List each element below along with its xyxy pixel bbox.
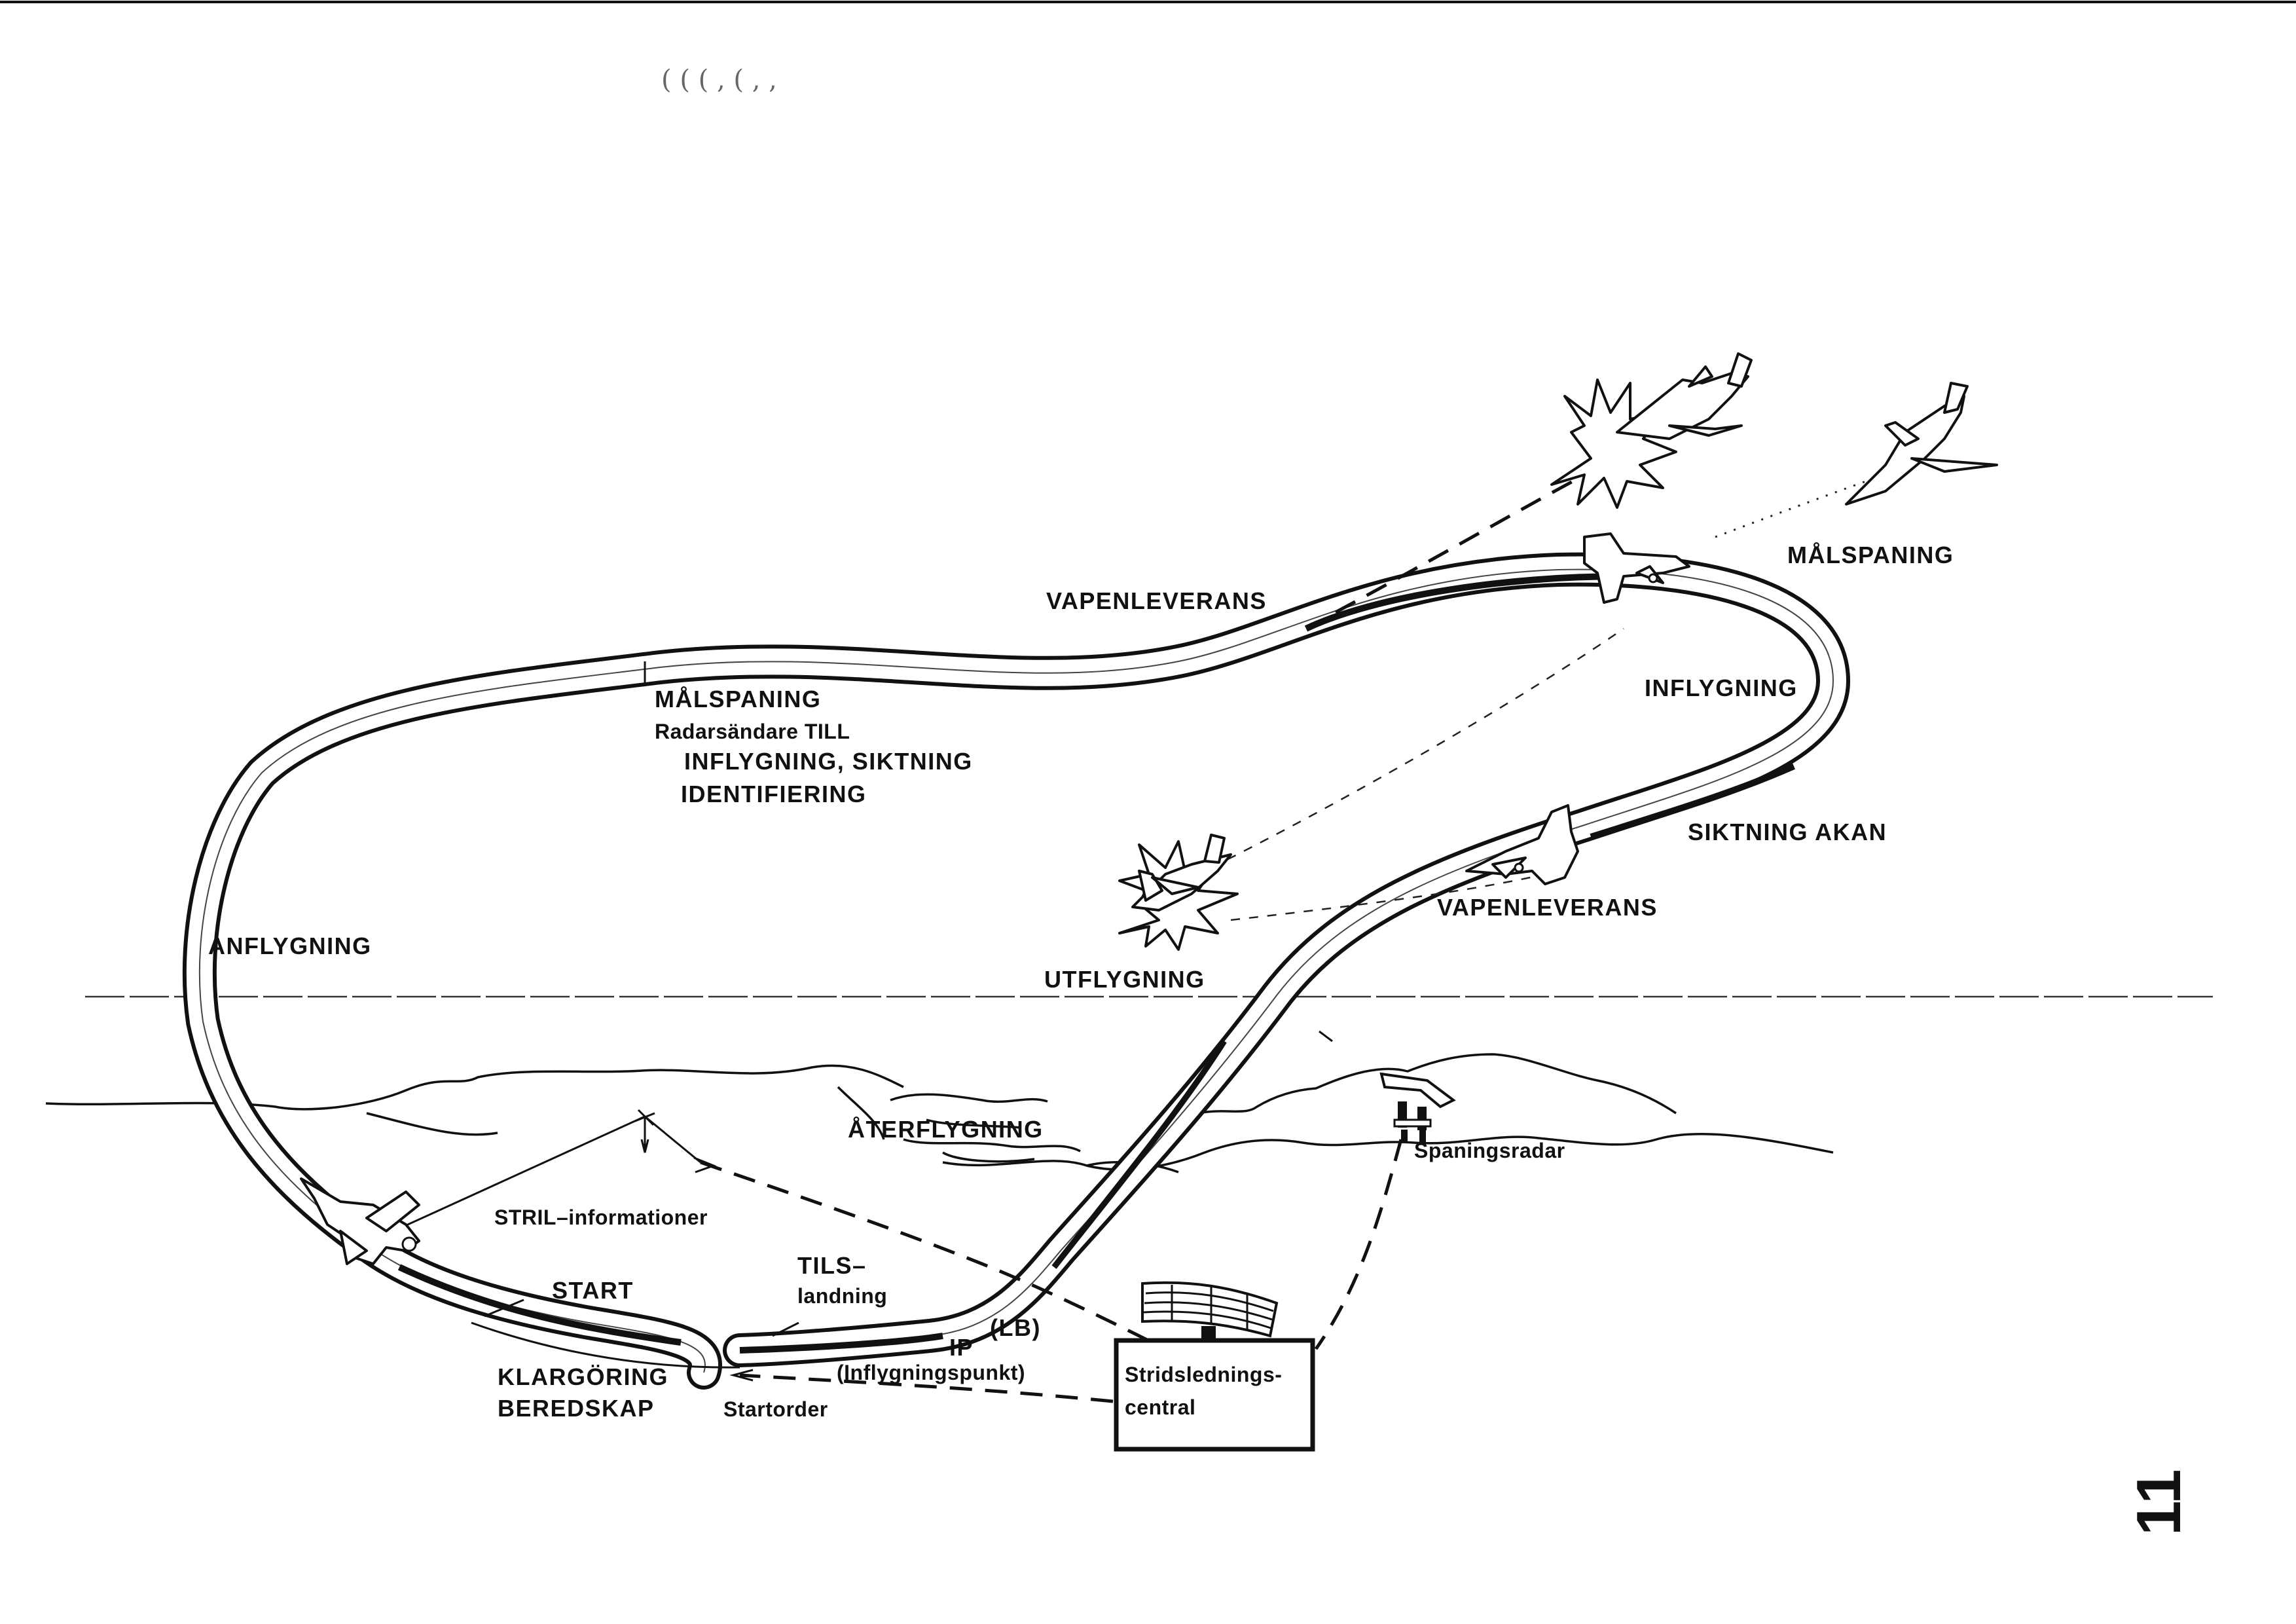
central-radar-antenna-icon bbox=[1141, 1281, 1279, 1342]
label-startorder: Startorder bbox=[723, 1397, 828, 1421]
command-central-box bbox=[1114, 1338, 1315, 1452]
stril-info-lines bbox=[386, 1109, 1154, 1344]
label-malspaning-right: MÅLSPANING bbox=[1787, 542, 1954, 568]
label-ip: IP bbox=[949, 1334, 974, 1361]
label-inflygningspunkt: (Inflygningspunkt) bbox=[837, 1361, 1025, 1384]
coastline bbox=[45, 1053, 1834, 1173]
page-number: 11 bbox=[2124, 1469, 2194, 1536]
flight-path bbox=[182, 552, 1850, 1390]
weapon-link-mid bbox=[1230, 873, 1546, 921]
label-vapenleverans-mid: VAPENLEVERANS bbox=[1437, 894, 1658, 921]
command-central-label-2: central bbox=[1125, 1395, 1195, 1419]
label-tils: TILS– bbox=[797, 1252, 867, 1279]
label-vapenleverans-top: VAPENLEVERANS bbox=[1046, 587, 1267, 614]
header-marks: ( ( ( , ( , , bbox=[661, 65, 777, 95]
label-landning: landning bbox=[797, 1284, 887, 1308]
label-spaningsradar: Spaningsradar bbox=[1414, 1139, 1565, 1162]
label-utflygning: UTFLYGNING bbox=[1044, 966, 1205, 993]
radar-link bbox=[1314, 1139, 1403, 1350]
label-beredskap: BEREDSKAP bbox=[498, 1395, 655, 1422]
label-radarsandare: Radarsändare TILL bbox=[655, 720, 850, 743]
label-identifiering: IDENTIFIERING bbox=[681, 781, 867, 807]
label-inflygning: INFLYGNING bbox=[1645, 674, 1798, 701]
interceptor-aircraft-mid-icon bbox=[1465, 804, 1579, 885]
label-klargoring: KLARGÖRING bbox=[498, 1363, 668, 1390]
startorder-link bbox=[739, 1373, 1114, 1403]
ground-guide-line bbox=[471, 1321, 740, 1369]
label-stril: STRIL–informationer bbox=[494, 1206, 708, 1229]
label-anflygning: ANFLYGNING bbox=[208, 932, 372, 959]
label-start: START bbox=[552, 1277, 634, 1304]
target-aircraft-icon bbox=[1845, 382, 1998, 506]
label-siktning-akan: SIKTNING AKAN bbox=[1688, 819, 1887, 845]
command-central-label-1: Stridslednings- bbox=[1125, 1363, 1282, 1386]
target-aircraft-hit-icon bbox=[1550, 352, 1753, 509]
surveillance-radar-icon bbox=[1379, 1072, 1456, 1143]
interceptor-aircraft-start-icon bbox=[300, 1177, 420, 1265]
label-aterflygning: ÅTERFLYGNING bbox=[848, 1116, 1044, 1143]
weapon-link-top bbox=[1334, 470, 1592, 614]
target-track-top bbox=[1715, 480, 1867, 538]
interceptor-aircraft-top-icon bbox=[1583, 532, 1690, 604]
label-malspaning-left: MÅLSPANING bbox=[655, 686, 821, 712]
label-inflygning-siktning: INFLYGNING, SIKTNING bbox=[684, 748, 973, 775]
target-track-mid bbox=[1211, 627, 1624, 869]
target-aircraft-hit-mid-icon bbox=[1118, 834, 1239, 951]
label-lb: (LB) bbox=[990, 1314, 1041, 1341]
